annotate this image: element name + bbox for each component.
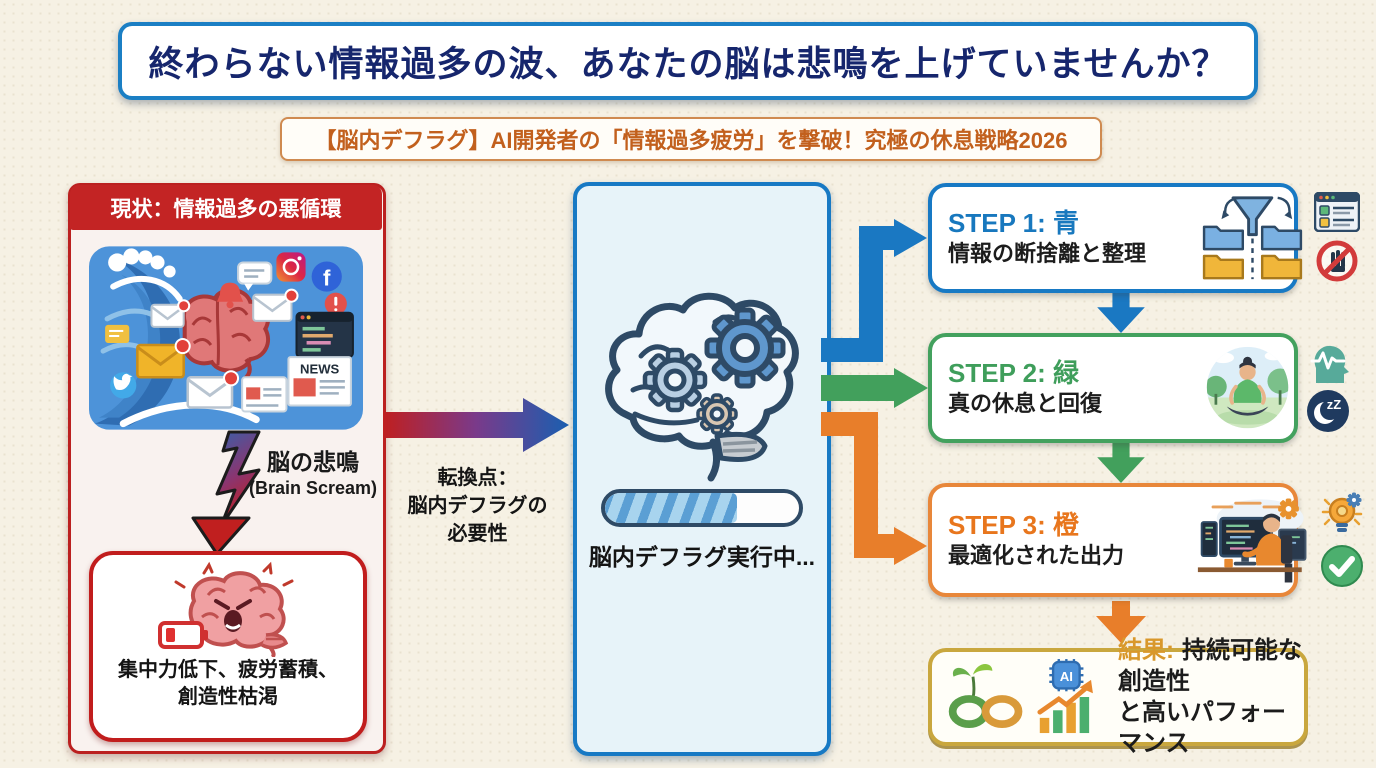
small-envelope-icon (150, 299, 191, 328)
brain-scream-label: 脳の悲鳴 (Brain Scream) (239, 448, 387, 500)
step3-icons (1196, 492, 1364, 588)
brain-gears-icon (605, 292, 799, 482)
defrag-status-text: 脳内デフラグ実行中... (588, 544, 816, 570)
defrag-panel: 脳内デフラグ実行中... (573, 182, 831, 756)
step1-box: STEP 1: 青 情報の断捨離と整理 (928, 183, 1360, 293)
folder-funnel-icon (1202, 196, 1303, 280)
arrow-step1-to-step2 (1097, 293, 1145, 333)
no-notifications-icon (1316, 240, 1358, 282)
notification-bell-icon (216, 282, 244, 309)
connector-to-step1 (821, 219, 927, 362)
step2-label: STEP 2: 緑 (948, 358, 1080, 388)
web-card-icon (241, 376, 288, 413)
step3-text: STEP 3: 橙 最適化された出力 (932, 510, 1196, 570)
browser-window-icon (1314, 192, 1360, 232)
symptoms-box: 集中力低下、疲労蓄積、 創造性枯渇 (89, 551, 367, 742)
current-state-header-label: 現状：情報過多の悪循環 (110, 197, 342, 221)
main-title: 終わらない情報過多の波、あなたの脳は悲鳴を上げていませんか？ (148, 44, 1228, 84)
low-battery-icon (158, 621, 208, 649)
growth-chart-icon (1037, 679, 1093, 734)
cerebellum-icon (714, 431, 768, 462)
svg-text:NEWS: NEWS (300, 361, 340, 376)
step2-text: STEP 2: 緑 真の休息と回復 (932, 358, 1196, 418)
step1-description: 情報の断捨離と整理 (948, 241, 1147, 266)
defrag-progress-bar (601, 489, 803, 527)
ai-chip-icon: AI (1049, 659, 1084, 692)
transition-line2: 脳内デフラグの (407, 495, 548, 517)
instagram-icon (276, 252, 306, 282)
symptoms-line2: 創造性枯渇 (178, 686, 278, 708)
result-text: 結果:持続可能な創造性 と高いパフォーマンス (1118, 635, 1304, 759)
large-gear-icon (704, 307, 786, 389)
small-gear-icon (696, 393, 738, 435)
bottom-envelope-icon (186, 370, 240, 409)
transition-line1: 転換点： (437, 467, 518, 489)
chat-bubble-icon (237, 261, 273, 291)
symptoms-text: 集中力低下、疲労蓄積、 創造性枯渇 (118, 657, 338, 711)
mind-pulse-icon (1310, 345, 1349, 383)
defrag-progress-fill (605, 493, 737, 523)
svg-text:AI: AI (1060, 669, 1073, 684)
step1-label: STEP 1: 青 (948, 208, 1080, 238)
connector-to-step3 (821, 412, 927, 565)
result-line2: と高いパフォーマンス (1118, 699, 1286, 757)
brain-scream-title: 脳の悲鳴 (267, 449, 359, 475)
news-card-icon: NEWS (287, 356, 352, 407)
yellow-envelope-icon (136, 338, 191, 379)
step1-icons (1196, 192, 1360, 284)
svg-text:zZ: zZ (1327, 397, 1342, 412)
arrow-step3-to-result (1096, 601, 1146, 643)
step2-box: STEP 2: 緑 真の休息と回復 (928, 333, 1349, 443)
result-icons: AI (942, 657, 1110, 737)
result-box: AI 結果:持続可能な創造性 と高いパフォーマンス (928, 637, 1308, 757)
email-icon (252, 288, 299, 322)
check-icon (1321, 545, 1363, 587)
arrow-step2-to-step3 (1097, 443, 1145, 483)
step3-label: STEP 3: 橙 (948, 510, 1080, 540)
brain-scream-subtitle: (Brain Scream) (248, 478, 378, 498)
connector-to-step2 (821, 368, 928, 408)
information-wave-illustration: f (89, 246, 363, 430)
result-line1: 持続可能な創造性 (1118, 637, 1302, 695)
step2-icons: zZ (1196, 342, 1350, 434)
transition-label: 転換点： 脳内デフラグの 必要性 (385, 464, 570, 548)
current-state-panel: 現状：情報過多の悪循環 (68, 183, 386, 754)
subtitle: 【脳内デフラグ】AI開発者の「情報過多疲労」を撃破！究極の休息戦略2026 (314, 128, 1068, 153)
step2-description: 真の休息と回復 (948, 391, 1103, 416)
current-state-header: 現状：情報過多の悪循環 (70, 185, 382, 230)
step3-description: 最適化された出力 (948, 543, 1125, 568)
result-label: 結果: (1118, 637, 1174, 664)
sustainability-infinity-icon (948, 664, 1023, 728)
brain-scream-bolt-icon (191, 430, 261, 556)
medium-gear-icon (642, 347, 708, 413)
list-chip-icon (105, 324, 130, 344)
symptoms-line1: 集中力低下、疲労蓄積、 (118, 659, 338, 681)
subtitle-box: 【脳内デフラグ】AI開発者の「情報過多疲労」を撃破！究極の休息戦略2026 (280, 117, 1102, 161)
sleep-moon-icon: zZ (1307, 390, 1349, 432)
developer-at-desk-icon (1197, 498, 1307, 583)
meditation-icon (1206, 346, 1289, 429)
main-title-box: 終わらない情報過多の波、あなたの脳は悲鳴を上げていませんか？ (118, 22, 1258, 100)
twitter-icon (110, 372, 137, 399)
svg-text:f: f (323, 266, 331, 291)
ai-chip-growth-icon: AI (1037, 659, 1093, 734)
screaming-brain-icon (158, 561, 294, 657)
transition-line3: 必要性 (447, 523, 508, 545)
code-editor-icon (295, 311, 354, 359)
step1-text: STEP 1: 青 情報の断捨離と整理 (932, 208, 1196, 268)
step3-box: STEP 3: 橙 最適化された出力 (928, 483, 1363, 597)
idea-bulb-icon (1321, 492, 1363, 532)
facebook-icon: f (311, 261, 342, 292)
transition-arrow (383, 398, 569, 452)
